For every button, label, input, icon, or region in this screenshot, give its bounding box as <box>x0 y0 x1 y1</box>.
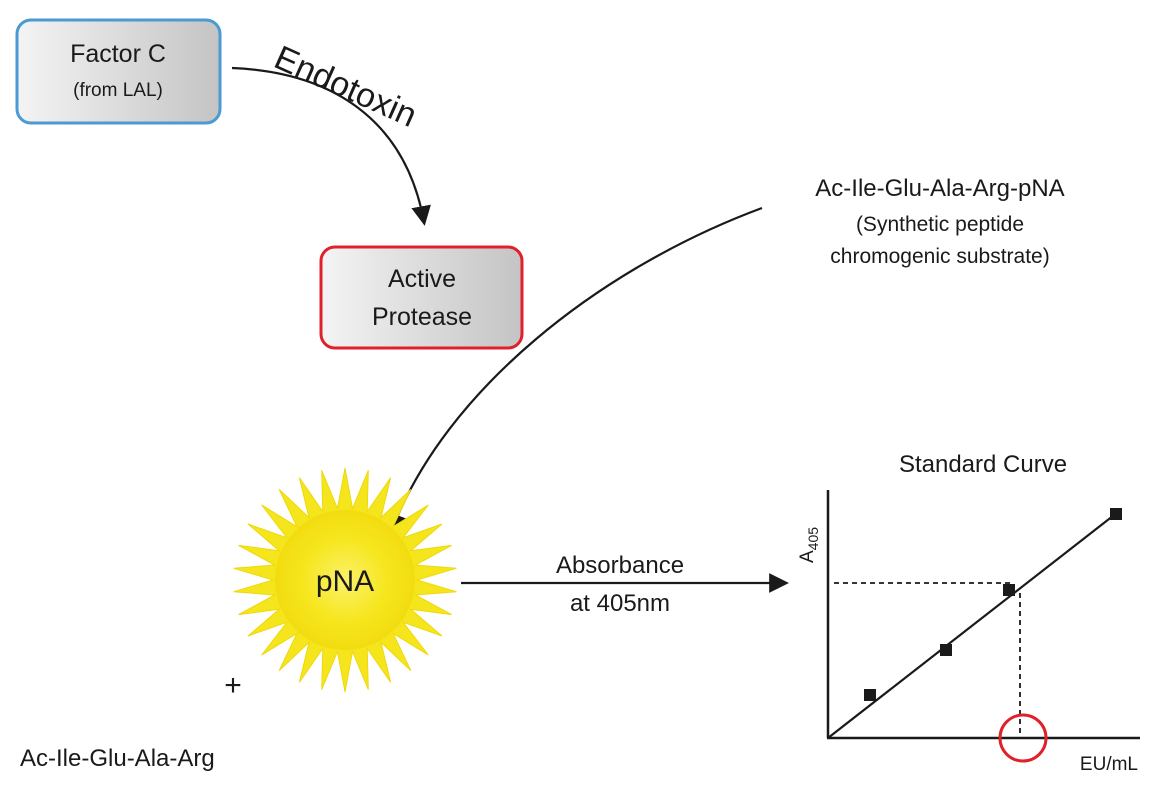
factor-c-title: Factor C <box>70 40 166 68</box>
pna-label: pNA <box>316 565 374 598</box>
substrate-desc-line1: (Synthetic peptide <box>856 213 1024 236</box>
y-axis-label: A405 <box>797 527 821 563</box>
active-protease-line1: Active <box>388 265 456 293</box>
calibration-point-1 <box>864 689 876 701</box>
standard-curve: Standard Curve A405 EU/mL <box>797 451 1140 775</box>
standard-curve-title: Standard Curve <box>899 451 1067 478</box>
active-protease-line2: Protease <box>372 303 472 331</box>
active-protease-box: Active Protease <box>319 245 524 350</box>
starburst-core <box>275 510 415 650</box>
substrate-desc-line2: chromogenic substrate) <box>830 245 1049 268</box>
x-axis-label: EU/mL <box>1080 754 1138 775</box>
result-highlight-circle <box>998 713 1048 763</box>
calibration-point-3 <box>1003 584 1015 596</box>
absorbance-line1: Absorbance <box>556 552 684 579</box>
activation-arrow <box>231 66 431 226</box>
absorbance-line2: at 405nm <box>570 590 670 617</box>
factor-c-box: Factor C (from LAL) <box>15 18 222 125</box>
regression-line <box>827 511 1119 739</box>
calibration-point-2 <box>940 644 952 656</box>
plus-sign: + <box>224 669 242 702</box>
substrate-name: Ac-Ile-Glu-Ala-Arg-pNA <box>815 175 1064 202</box>
factor-c-subtitle: (from LAL) <box>73 80 163 101</box>
factor-c-box-frame <box>15 18 222 125</box>
cleavage-arrow <box>388 206 763 534</box>
y-axis-label-subscript: 405 <box>805 527 821 551</box>
peptide-fragment: Ac-Ile-Glu-Ala-Arg <box>20 745 215 772</box>
pna-starburst: pNA <box>233 467 457 693</box>
y-axis-label-main: A <box>797 550 818 563</box>
endotoxin-label: Endotoxin <box>269 39 423 135</box>
active-protease-box-frame <box>319 245 524 350</box>
calibration-point-4 <box>1110 508 1122 520</box>
